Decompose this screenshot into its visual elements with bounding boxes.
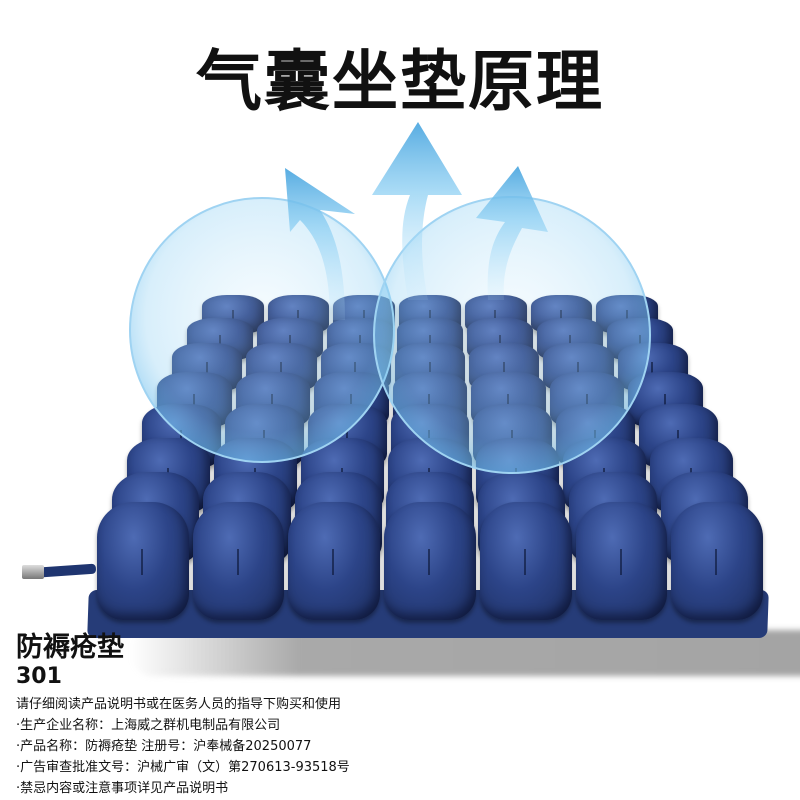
air-cell — [288, 502, 381, 620]
air-cell — [671, 502, 763, 620]
arrow-up-icon — [285, 168, 355, 320]
magnify-circle-left — [129, 197, 395, 463]
air-cell — [97, 502, 189, 620]
notice-line: ·生产企业名称：上海威之群机电制品有限公司 — [16, 718, 281, 733]
notice-line: ·产品名称：防褥疮垫 注册号：沪奉械备20250077 — [16, 739, 312, 754]
product-info: 防褥疮垫 301 请仔细阅读产品说明书或在医务人员的指导下购买和使用 ·生产企业… — [16, 632, 350, 799]
notice-line: ·禁忌内容或注意事项详见产品说明书 — [16, 781, 229, 796]
arrow-up-icon — [476, 166, 548, 300]
notice-line: ·广告审查批准文号：沪械广审（文）第270613-93518号 — [16, 760, 350, 775]
arrow-up-icon — [372, 122, 462, 300]
air-cell — [192, 502, 285, 620]
air-cell — [575, 502, 668, 620]
air-cell — [479, 502, 572, 620]
product-name: 防褥疮垫 — [16, 632, 124, 663]
product-model: 301 — [16, 664, 62, 689]
page-title: 气囊坐垫原理 — [196, 43, 604, 120]
air-cell — [384, 502, 476, 620]
valve-nozzle — [22, 565, 44, 579]
notice-line: 请仔细阅读产品说明书或在医务人员的指导下购买和使用 — [16, 697, 342, 712]
